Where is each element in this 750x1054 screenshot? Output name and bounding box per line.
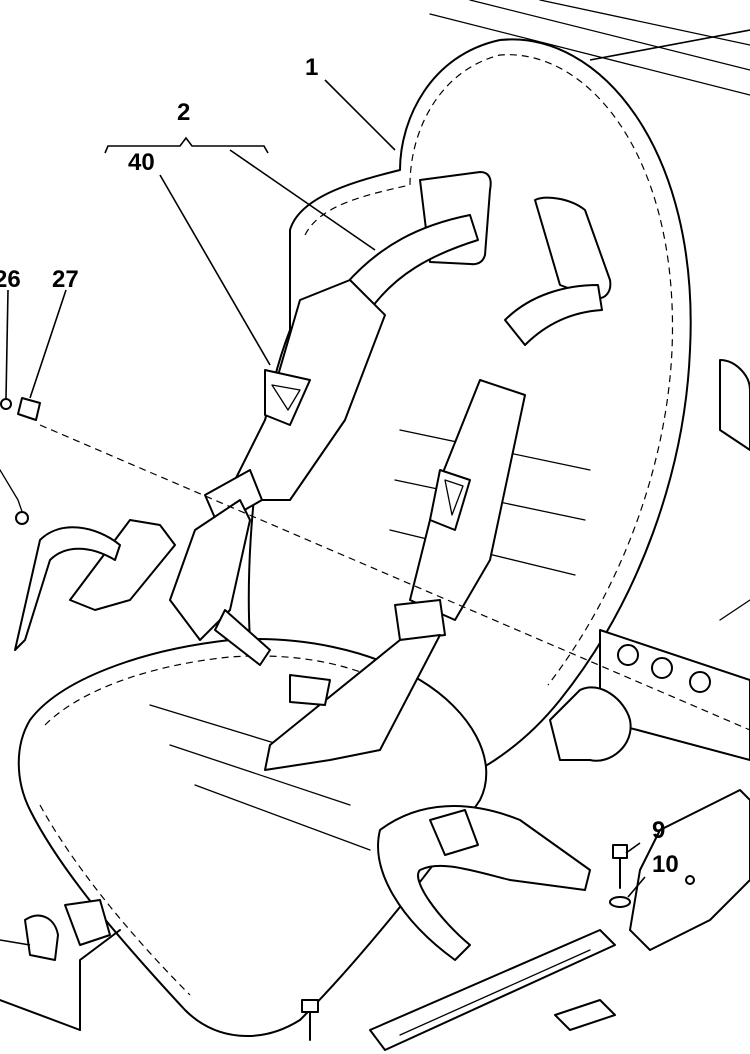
callout-item-27: 27	[52, 266, 79, 293]
car-body-lines	[429, 0, 750, 96]
callout-labels: 1 2 40 26 27 9 10	[0, 54, 679, 878]
callout-item-26: 26	[0, 266, 21, 293]
callout-washer: 10	[652, 851, 679, 878]
lap-belt-buckle	[429, 809, 479, 856]
bolt-and-washer	[301, 844, 631, 1041]
strap-adjuster-buckle	[204, 469, 263, 526]
callout-seat: 1	[305, 54, 318, 81]
prancing-horse-icon-2	[444, 479, 464, 516]
bolt-head	[612, 844, 628, 859]
callout-harness-belt: 40	[128, 149, 155, 176]
left-small-parts	[0, 397, 121, 1031]
prancing-horse-icon	[271, 384, 301, 411]
left-shoulder-strap	[169, 214, 479, 641]
harness-badge-icon	[264, 369, 311, 426]
callout-harness: 2	[177, 99, 190, 126]
lap-belts	[14, 519, 591, 961]
item-27-spring	[17, 397, 41, 421]
centre-buckle	[289, 674, 331, 706]
item-26-part	[0, 398, 12, 410]
seat-runner-rail	[369, 929, 616, 1051]
belt-tongue	[214, 609, 271, 666]
leader-lines	[0, 29, 750, 946]
strap-adjuster-buckle-2	[394, 599, 446, 641]
axis-line	[39, 424, 750, 731]
right-shoulder-strap	[264, 284, 603, 771]
washer	[609, 896, 631, 908]
callout-bolt: 9	[652, 817, 665, 844]
seat-mount-bracket	[549, 359, 750, 951]
